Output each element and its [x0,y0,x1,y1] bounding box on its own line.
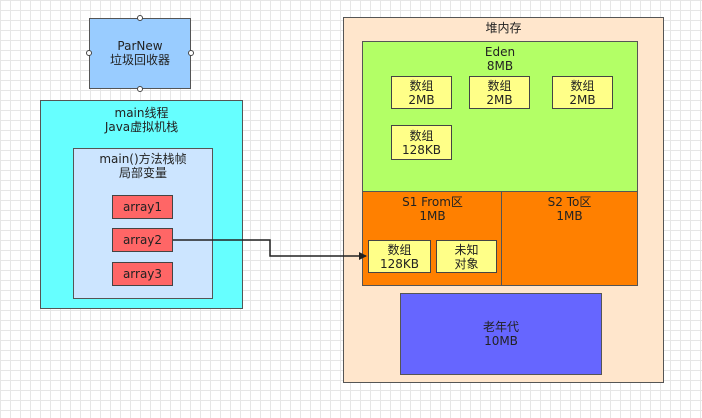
cell-size: 2MB [408,92,435,107]
cell-size: 2MB [486,92,513,107]
eden-array-cell: 数组 2MB [469,76,530,109]
main-thread-title: main线程 [114,106,169,120]
local-variables-title: 局部变量 [118,166,167,180]
eden-size: 8MB [486,59,514,73]
parnew-box: ParNew 垃圾回收器 [89,18,191,89]
cell-label: 数组 [570,78,595,93]
old-gen-box: 老年代 10MB [400,293,602,375]
eden-array-cell: 数组 128KB [391,125,452,160]
s2-title: S2 To区 [547,195,592,209]
s1-unknown-object-cell: 未知 对象 [436,240,497,273]
survivor-s2-box: S2 To区 1MB [501,191,638,286]
eden-array-cell: 数组 2MB [391,76,452,109]
s1-size: 1MB [419,209,446,223]
jvm-stack-title: Java虚拟机栈 [104,120,179,134]
parnew-title: ParNew [117,39,163,53]
stack-frame-title: main()方法栈帧 [99,152,187,166]
cell-label: 数组 [409,78,434,93]
variable-array1: array1 [112,195,173,219]
eden-array-cell: 数组 2MB [552,76,613,109]
selection-handle-right[interactable] [188,50,194,56]
eden-box: Eden 8MB [362,41,638,193]
old-gen-title: 老年代 [482,320,519,334]
variable-array3: array3 [112,262,173,286]
heap-title: 堆内存 [485,21,522,35]
cell-size: 对象 [454,256,479,271]
s2-size: 1MB [556,209,583,223]
stack-frame-box: main()方法栈帧 局部变量 [73,148,213,299]
s1-title: S1 From区 [402,195,463,209]
cell-label: 数组 [387,242,412,257]
selection-handle-bottom[interactable] [137,86,143,92]
cell-size: 128KB [379,256,419,271]
cell-label: 未知 [454,242,479,257]
parnew-subtitle: 垃圾回收器 [109,53,170,67]
s1-array-cell: 数组 128KB [368,240,431,273]
old-gen-size: 10MB [484,334,518,348]
cell-label: 数组 [409,128,434,143]
cell-label: 数组 [487,78,512,93]
eden-title: Eden [484,45,516,59]
cell-size: 128KB [401,142,441,157]
selection-handle-top[interactable] [137,15,143,21]
variable-array2: array2 [112,228,173,252]
selection-handle-left[interactable] [86,50,92,56]
cell-size: 2MB [569,92,596,107]
